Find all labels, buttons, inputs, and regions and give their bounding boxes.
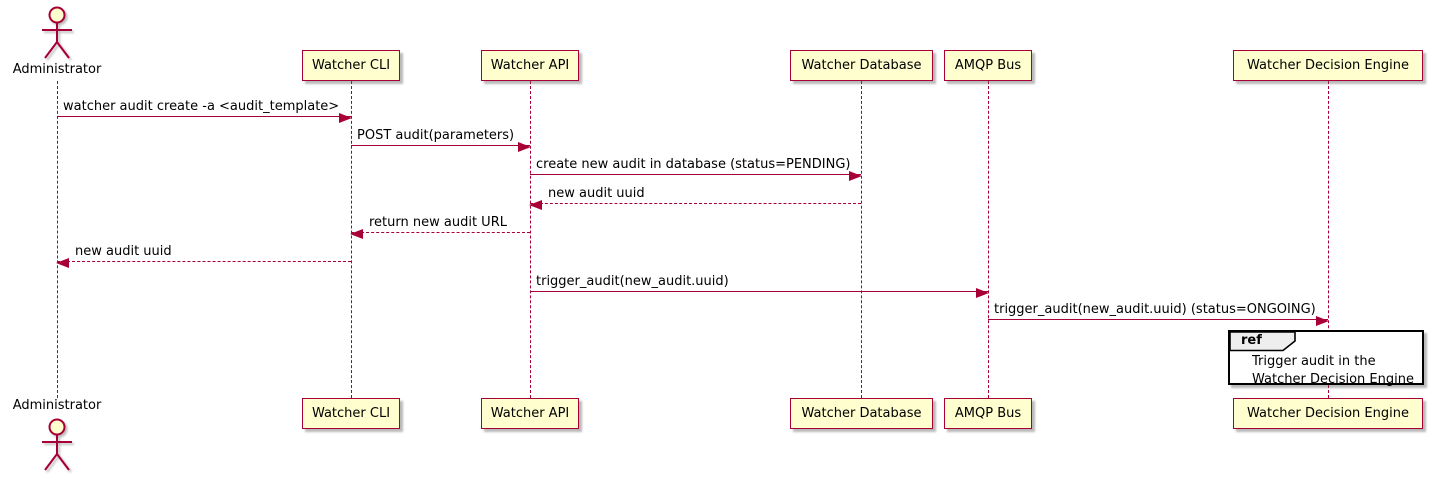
message-label: new audit uuid: [75, 244, 172, 259]
arrowhead-right-icon: [518, 142, 531, 152]
participant-watcher-api-top: Watcher API: [481, 50, 579, 81]
message-label: new audit uuid: [548, 186, 645, 201]
participant-label: Watcher CLI: [311, 58, 391, 73]
participant-watcher-database-bottom: Watcher Database: [790, 398, 933, 429]
participant-label: Watcher Decision Engine: [1247, 406, 1409, 421]
actor-label: Administrator: [12, 398, 102, 413]
message-line: [351, 145, 530, 146]
message-line: [57, 261, 351, 262]
arrowhead-right-icon: [849, 171, 862, 181]
message-audit-create: watcher audit create -a <audit_template>: [57, 99, 352, 123]
participant-amqp-bus-top: AMQP Bus: [944, 50, 1032, 81]
lifeline-amqp-bus: [988, 81, 989, 398]
participant-label: Watcher Database: [801, 406, 922, 421]
lifeline-watcher-api: [530, 81, 531, 398]
participant-watcher-database-top: Watcher Database: [790, 50, 933, 81]
message-create-audit-db: create new audit in database (status=PEN…: [530, 157, 862, 181]
message-label: trigger_audit(new_audit.uuid): [536, 274, 729, 289]
message-line: [351, 232, 530, 233]
ref-tab-shape: [1229, 331, 1296, 352]
arrowhead-left-icon: [350, 229, 363, 239]
message-label: watcher audit create -a <audit_template>: [63, 99, 340, 114]
actor-icon: [42, 6, 72, 59]
message-new-audit-uuid-db: new audit uuid: [529, 186, 861, 210]
message-trigger-audit: trigger_audit(new_audit.uuid): [530, 274, 989, 298]
message-label: return new audit URL: [369, 215, 507, 230]
participant-label: Watcher API: [490, 58, 570, 73]
participant-label: Watcher API: [490, 406, 570, 421]
ref-keyword: ref: [1241, 333, 1262, 348]
ref-fragment: ref Trigger audit in the Watcher Decisio…: [1228, 330, 1424, 387]
message-line: [530, 174, 861, 175]
participant-label: Watcher Database: [801, 58, 922, 73]
arrowhead-left-icon: [56, 258, 69, 268]
participant-label: AMQP Bus: [954, 58, 1022, 73]
participant-amqp-bus-bottom: AMQP Bus: [944, 398, 1032, 429]
lifeline-watcher-database: [861, 81, 862, 398]
participant-watcher-api-bottom: Watcher API: [481, 398, 579, 429]
ref-text-line: Trigger audit in the: [1252, 354, 1376, 369]
participant-label: Watcher CLI: [311, 406, 391, 421]
participant-watcher-cli-bottom: Watcher CLI: [302, 398, 400, 429]
message-new-audit-uuid-cli: new audit uuid: [56, 244, 351, 268]
arrowhead-right-icon: [1316, 316, 1329, 326]
participant-watcher-cli-top: Watcher CLI: [302, 50, 400, 81]
arrowhead-right-icon: [339, 113, 352, 123]
message-return-audit-url: return new audit URL: [350, 215, 530, 239]
message-line: [988, 319, 1328, 320]
actor-icon: [42, 418, 72, 471]
message-line: [530, 203, 861, 204]
arrowhead-right-icon: [976, 288, 989, 298]
message-line: [530, 291, 988, 292]
ref-text-line: Watcher Decision Engine: [1252, 372, 1414, 387]
message-trigger-audit-ongoing: trigger_audit(new_audit.uuid) (status=ON…: [988, 302, 1329, 326]
message-label: create new audit in database (status=PEN…: [536, 157, 851, 172]
message-label: POST audit(parameters): [357, 128, 515, 143]
arrowhead-left-icon: [529, 200, 542, 210]
message-post-audit: POST audit(parameters): [351, 128, 531, 152]
message-label: trigger_audit(new_audit.uuid) (status=ON…: [994, 302, 1316, 317]
ref-text: Trigger audit in the Watcher Decision En…: [1252, 353, 1414, 389]
lifeline-administrator: [57, 81, 58, 398]
lifeline-watcher-cli: [351, 81, 352, 398]
participant-watcher-decision-engine-bottom: Watcher Decision Engine: [1233, 398, 1423, 429]
message-line: [57, 116, 351, 117]
participant-label: AMQP Bus: [954, 406, 1022, 421]
lifeline-watcher-decision-engine: [1328, 81, 1329, 398]
participant-watcher-decision-engine-top: Watcher Decision Engine: [1233, 50, 1423, 81]
actor-label: Administrator: [12, 62, 102, 77]
participant-label: Watcher Decision Engine: [1247, 58, 1409, 73]
